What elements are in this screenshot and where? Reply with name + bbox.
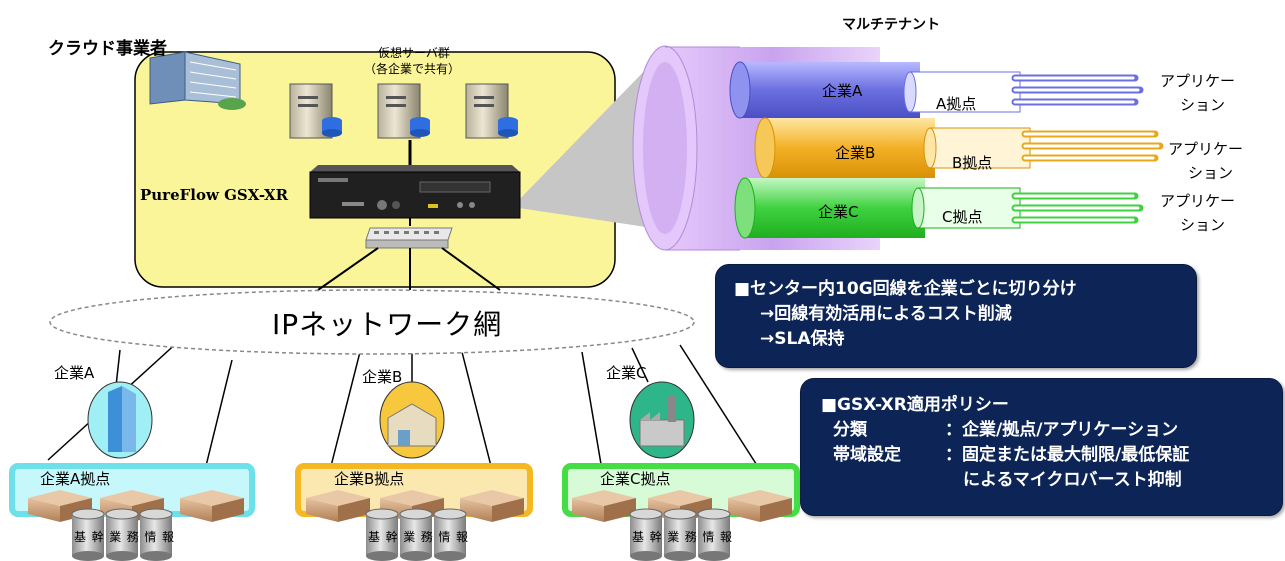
building-icon: [149, 51, 246, 110]
site-a-label: 企業A拠点: [40, 470, 111, 488]
policy-title: ■GSX-XR適用ポリシー: [821, 395, 1009, 415]
db-label-char: 報: [719, 530, 732, 544]
ip-network-label: IPネットワーク網: [272, 308, 503, 341]
cable-b-company: 企業B: [835, 144, 876, 162]
app-a-line2: ション: [1180, 96, 1226, 114]
server-icon: [377, 83, 430, 139]
policy-row1-key: 分類: [833, 420, 867, 440]
db-labels-c: 基幹業務情報: [632, 528, 732, 545]
company-a-building-icon: [87, 381, 153, 459]
server-icon: [465, 83, 518, 139]
db-label-char: 基: [368, 530, 381, 544]
database-icon: [365, 508, 467, 561]
servers-label-line2: （各企業で共有）: [364, 62, 461, 76]
cable-a: [729, 61, 1144, 119]
db-label-char: 業: [109, 530, 122, 544]
site-b-label: 企業B拠点: [334, 470, 405, 488]
db-label-char: 基: [632, 530, 645, 544]
db-label-char: 情: [702, 530, 715, 544]
db-label-char: 幹: [385, 530, 398, 544]
cable-c-company: 企業C: [818, 203, 859, 221]
policy-row1-value: ：企業/拠点/アプリケーション: [945, 420, 1179, 440]
benefit-panel: ■センター内10G回線を企業ごとに切り分け →回線有効活用によるコスト削減 →S…: [715, 264, 1197, 368]
db-label-char: 幹: [649, 530, 662, 544]
company-b-warehouse-icon: [379, 381, 445, 459]
pureflow-device: [309, 165, 521, 219]
app-b-line2: ション: [1188, 164, 1234, 182]
db-labels-a: 基幹業務情報: [74, 528, 174, 545]
company-a-label: 企業A: [54, 364, 95, 382]
app-c-line2: ション: [1180, 216, 1226, 234]
policy-row2-value: ：固定または最大制限/最低保証: [945, 445, 1190, 465]
db-label-char: 務: [420, 530, 433, 544]
policy-row3-value: によるマイクロバースト抑制: [963, 470, 1182, 490]
db-label-char: 情: [144, 530, 157, 544]
cable-b: [754, 117, 1164, 179]
database-icon: [71, 508, 173, 561]
cable-c-site: C拠点: [942, 208, 983, 226]
device-label: PureFlow GSX-XR: [140, 186, 289, 204]
db-label-char: 報: [161, 530, 174, 544]
ip-network: [49, 289, 695, 355]
policy-row2-key: 帯域設定: [833, 445, 901, 465]
app-b-line1: アプリケー: [1168, 140, 1244, 158]
database-icon: [629, 508, 731, 561]
app-c-line1: アプリケー: [1160, 192, 1236, 210]
db-label-char: 幹: [91, 530, 104, 544]
multitenant-title: マルチテナント: [842, 17, 940, 33]
db-label-char: 基: [74, 530, 87, 544]
benefit-line-2: →回線有効活用によるコスト削減: [760, 304, 1012, 324]
company-b-label: 企業B: [362, 368, 403, 386]
cable-c: [734, 177, 1144, 239]
db-label-char: 業: [403, 530, 416, 544]
db-label-char: 業: [667, 530, 680, 544]
server-icon: [289, 83, 342, 139]
app-a-line1: アプリケー: [1160, 72, 1236, 90]
company-c-factory-icon: [629, 381, 695, 459]
benefit-line-1: ■センター内10G回線を企業ごとに切り分け: [734, 279, 1077, 299]
site-c-label: 企業C拠点: [600, 470, 671, 488]
servers-label-line1: 仮想サーバ群: [378, 46, 450, 60]
cloud-provider-title: クラウド事業者: [48, 39, 167, 59]
db-label-char: 務: [126, 530, 139, 544]
cable-a-site: A拠点: [936, 95, 977, 113]
db-label-char: 務: [684, 530, 697, 544]
db-label-char: 情: [438, 530, 451, 544]
db-label-char: 報: [455, 530, 468, 544]
benefit-line-3: →SLA保持: [760, 329, 845, 349]
switch-icon: [365, 227, 453, 249]
company-c-label: 企業C: [606, 364, 647, 382]
cable-a-company: 企業A: [822, 82, 863, 100]
db-labels-b: 基幹業務情報: [368, 528, 468, 545]
cable-b-site: B拠点: [952, 154, 993, 172]
policy-panel: ■GSX-XR適用ポリシー 分類 ：企業/拠点/アプリケーション 帯域設定 ：固定ま…: [800, 378, 1283, 516]
